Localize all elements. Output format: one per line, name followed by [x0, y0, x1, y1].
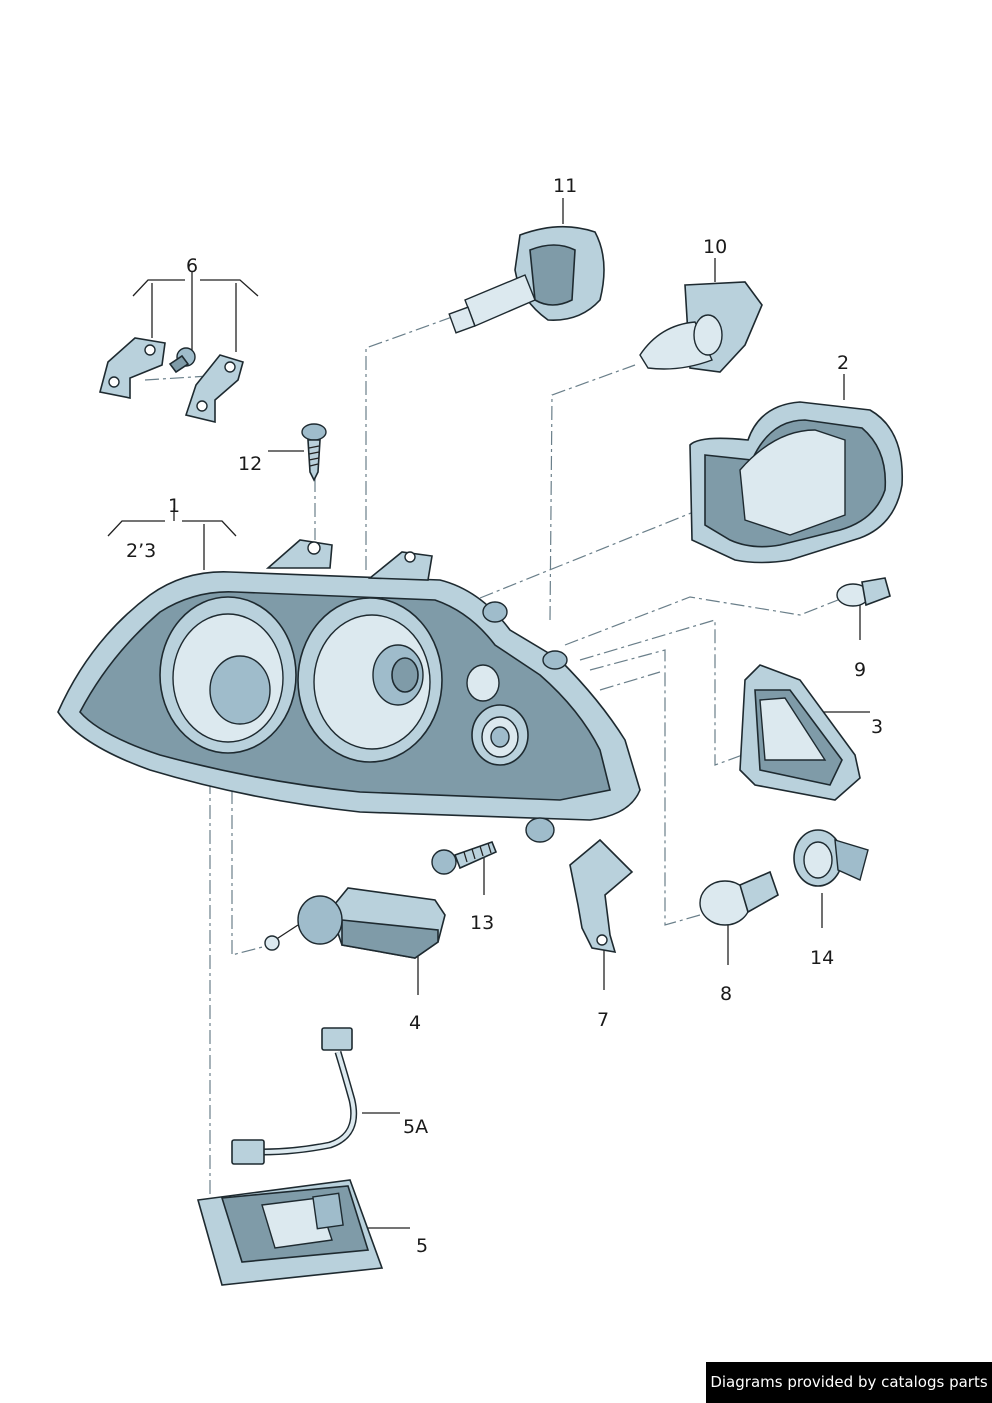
label-part-5a: 5A: [403, 1116, 428, 1138]
footer-credit: Diagrams provided by catalogs parts: [706, 1362, 992, 1403]
part-4-adjuster-motor: [264, 887, 446, 959]
label-part-2: 2: [837, 352, 849, 374]
label-part-5: 5: [416, 1235, 428, 1257]
label-part-9: 9: [854, 659, 866, 681]
label-part-4: 4: [409, 1012, 421, 1034]
label-part-7: 7: [597, 1009, 609, 1031]
part-labels: 11 10 6 2 12 1 2’3 9 3 13 14 8 7 4 5A 5: [126, 175, 883, 1257]
part-1-headlight-housing: [57, 539, 641, 843]
label-part-6: 6: [186, 255, 198, 277]
part-8-bulb: [699, 870, 779, 926]
part-13-screw: [431, 840, 498, 875]
label-part-1-variants: 2’3: [126, 540, 156, 562]
label-part-12: 12: [238, 453, 262, 475]
leader-lines: [107, 198, 870, 1229]
label-part-3: 3: [871, 716, 883, 738]
label-part-8: 8: [720, 983, 732, 1005]
label-part-13: 13: [470, 912, 494, 934]
part-5-control-unit: [196, 1179, 384, 1286]
part-3-triangle-cover: [739, 664, 861, 801]
label-part-1: 1: [168, 495, 180, 517]
part-7-clip: [569, 838, 634, 954]
part-10-halogen-bulb: [639, 281, 763, 373]
part-5a-wiring-harness: [231, 1027, 358, 1165]
label-part-10: 10: [703, 236, 727, 258]
label-part-14: 14: [810, 947, 834, 969]
part-14-bulb-holder: [793, 829, 869, 887]
label-part-11: 11: [553, 175, 577, 197]
part-11-xenon-bulb: [448, 225, 605, 334]
part-6-mounting-brackets: [99, 337, 244, 424]
part-12-screw: [301, 423, 327, 482]
part-2-cover-cap: [689, 401, 904, 564]
part-9-side-bulb: [836, 577, 891, 607]
